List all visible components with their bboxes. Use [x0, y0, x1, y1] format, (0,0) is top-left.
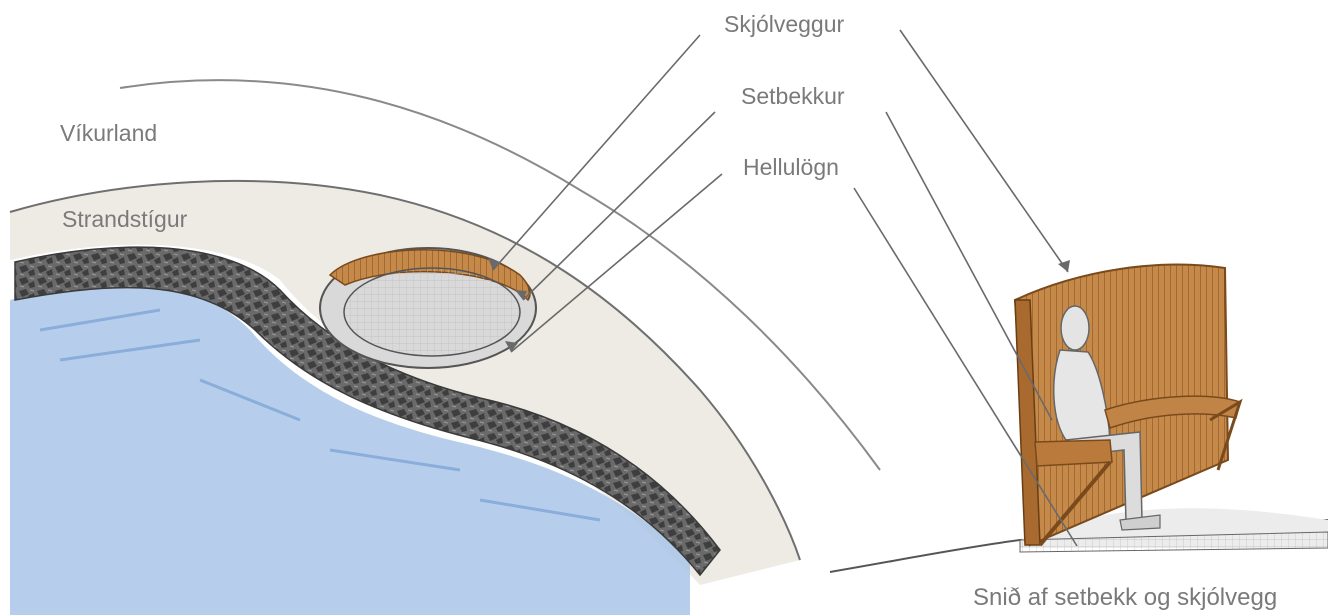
bench-seat-front	[1035, 440, 1112, 466]
leader-setbekkur-plan	[523, 112, 715, 300]
label-setbekkur: Setbekkur	[741, 85, 845, 108]
leader-skjolveggur-section	[900, 30, 1068, 272]
leader-skjolveggur-plan	[493, 35, 700, 270]
label-strandstigur: Strandstígur	[62, 208, 187, 231]
label-hellulogn: Hellulögn	[743, 156, 839, 179]
section-view	[830, 265, 1328, 572]
arrowhead-4	[1058, 260, 1070, 272]
label-vikurland: Víkurland	[60, 122, 157, 145]
caption-section: Snið af setbekk og skjólvegg	[973, 586, 1277, 610]
oval-seating-area	[320, 248, 536, 368]
label-skjolveggur: Skjólveggur	[724, 13, 844, 36]
oval-inner-paving	[344, 268, 520, 356]
